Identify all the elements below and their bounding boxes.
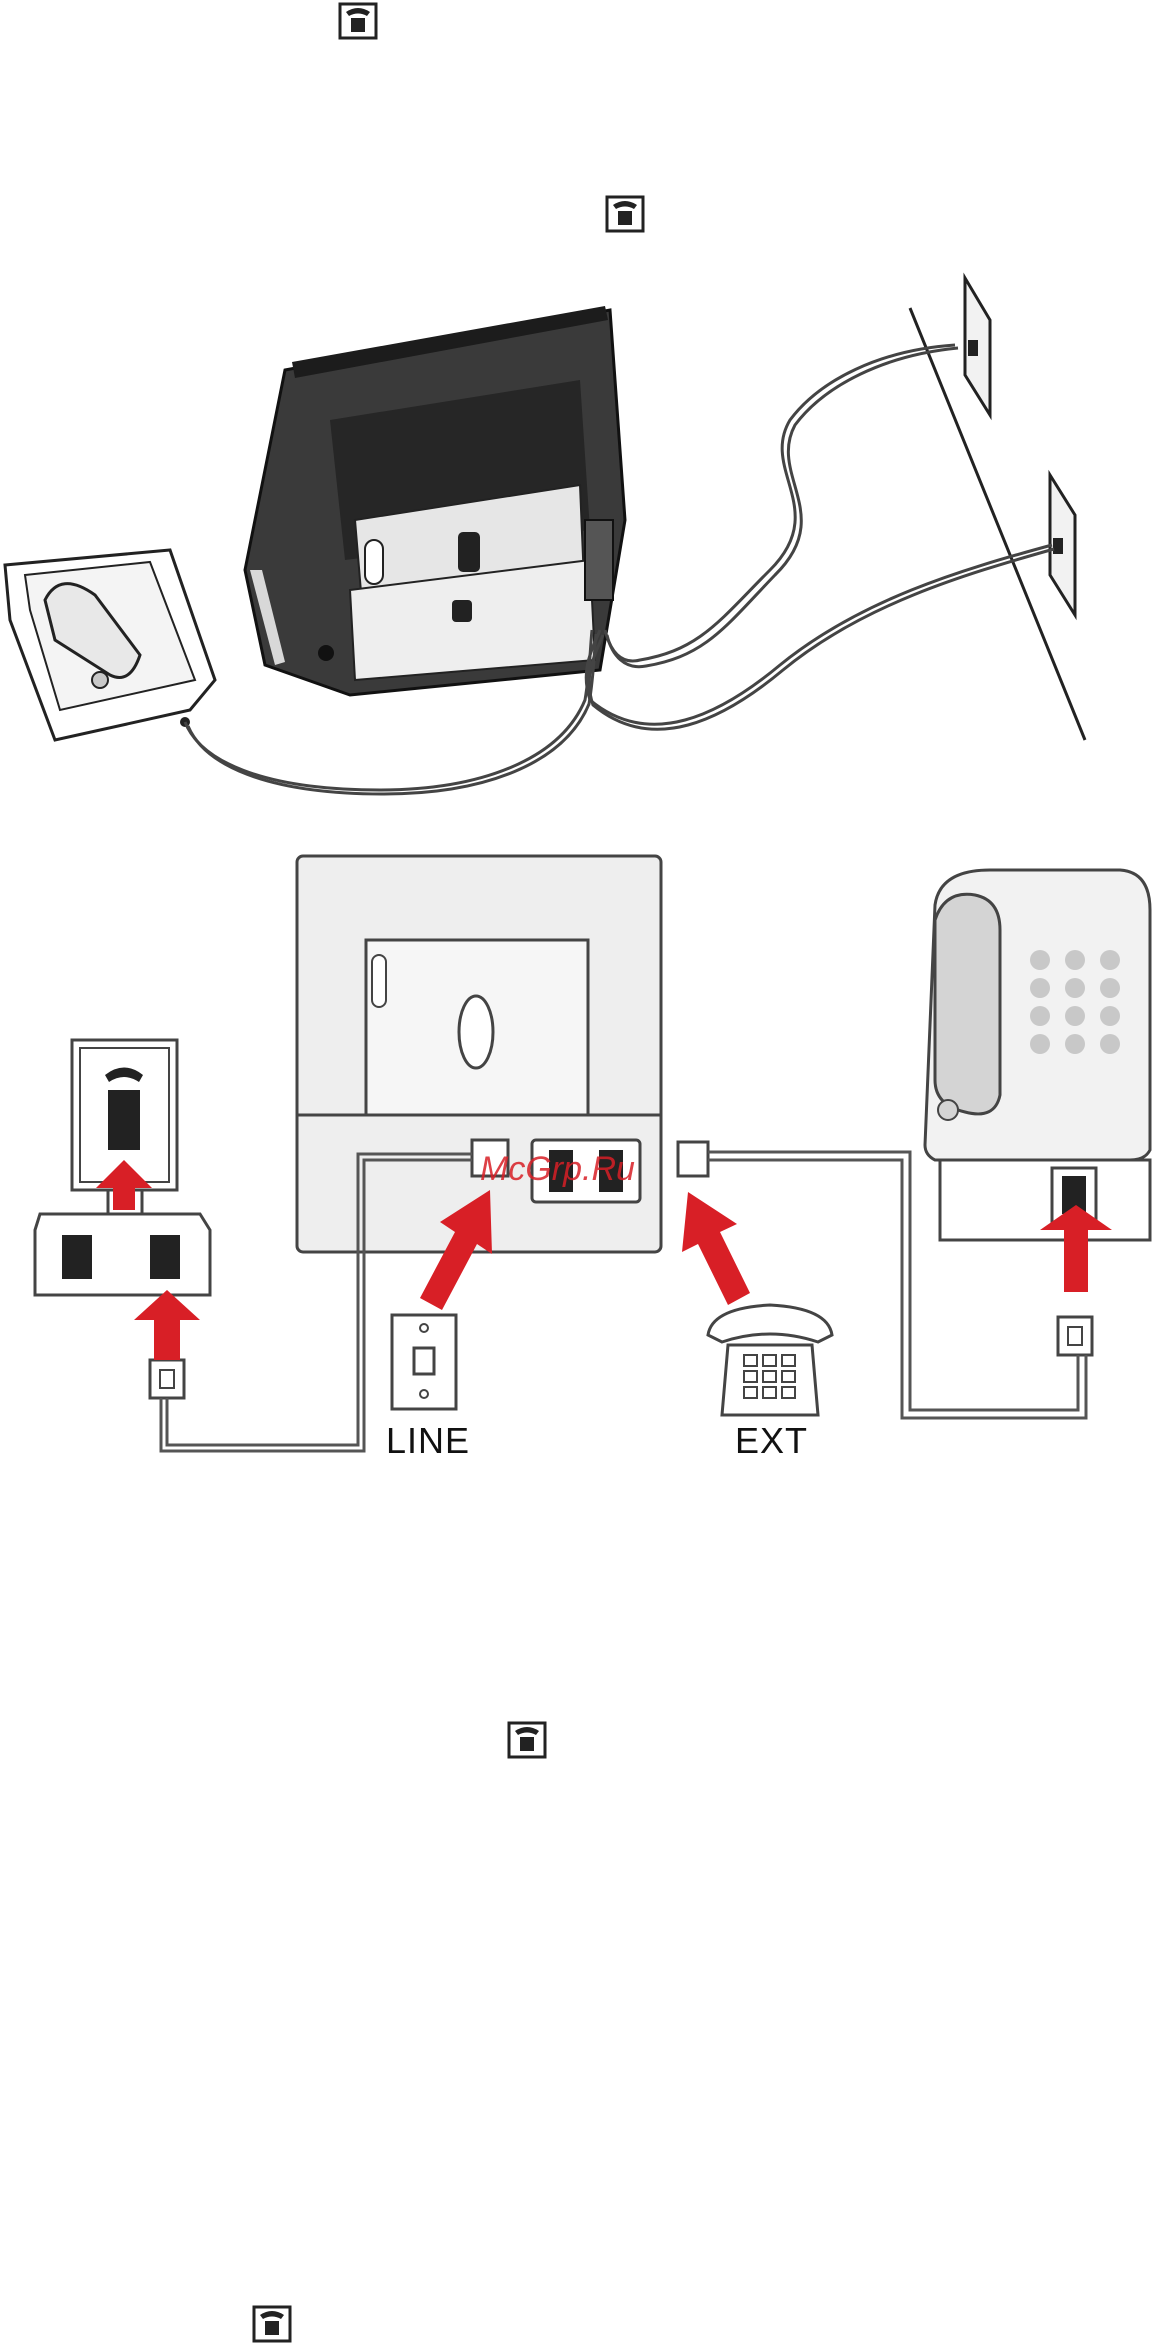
answering-machine [5,550,215,740]
phone-jack-icon [334,0,382,44]
ext-label: EXT [735,1420,808,1462]
line-wall-plate-icon [392,1315,456,1409]
wall-jack-lower [1050,475,1075,615]
phone-plug-right [1058,1317,1092,1355]
wall-jack-upper [965,278,990,415]
printer [245,306,625,695]
phone-jack-icon [503,1715,551,1763]
phone-plug-left [150,1360,184,1398]
printer-connection-illustration [0,270,1153,810]
arrow-to-ext-port [682,1192,750,1305]
watermark: McGrp.Ru [480,1150,635,1189]
phone-jack-icon [248,2299,296,2347]
arrow-up-splitter [134,1290,200,1360]
ext-port [678,1142,708,1176]
telephone [925,870,1150,1240]
line-label: LINE [386,1420,470,1462]
phone-jack-icon [601,189,649,237]
extension-phone-icon [708,1305,832,1415]
